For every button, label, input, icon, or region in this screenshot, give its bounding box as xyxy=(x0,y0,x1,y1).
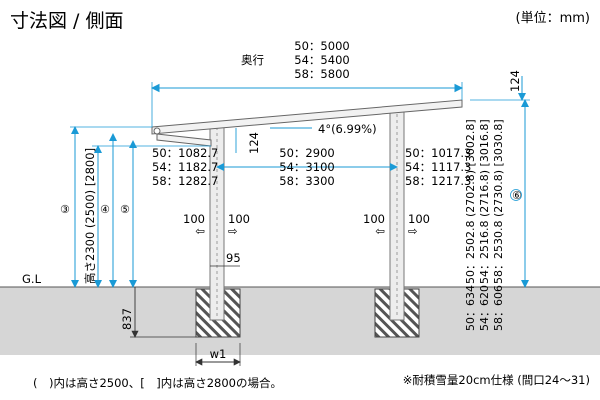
dimension-6-label: ⑥ xyxy=(512,189,522,202)
span-54: 54：3100 xyxy=(279,160,334,174)
front-left-arrow-icon: ⇦ xyxy=(195,224,205,238)
page-title: 寸法図 / 側面 xyxy=(10,10,123,32)
rear-right-arrow-icon: ⇨ xyxy=(408,224,418,238)
front-height-58: 58：1282.7 xyxy=(152,174,218,188)
ground-label: G.L xyxy=(22,272,42,286)
rise-value: 124 xyxy=(508,70,522,92)
ground-area xyxy=(0,287,600,355)
embed-depth-58: 58：606 xyxy=(492,285,505,331)
roof-beam xyxy=(151,99,463,135)
front-right-arrow-icon: ⇨ xyxy=(228,224,238,238)
dimension-6-marker xyxy=(510,189,522,201)
rear-left-arrow-icon: ⇦ xyxy=(375,224,385,238)
depth-50: 50：5000 xyxy=(294,39,349,53)
front-offset-right: 100 xyxy=(228,212,250,226)
footnote-left: ( )内は高さ2500、[ ]内は高さ2800の場合。 xyxy=(33,376,282,390)
rear-offset-left: 100 xyxy=(363,212,385,226)
span-50: 50：2900 xyxy=(279,146,334,160)
embed-depth-50: 50：634 xyxy=(464,285,477,331)
dimension-5-label: ⑤ xyxy=(120,203,130,216)
front-height-50: 50：1082.7 xyxy=(152,146,218,160)
slope-value: 4°(6.99%) xyxy=(318,122,377,136)
post-width-value: 95 xyxy=(226,251,241,265)
footnote-right: ※耐積雪量20cm仕様 (間口24〜31) xyxy=(403,373,590,387)
rear-full-height-54: 54：2516.8 (2716.8) [3016.8] xyxy=(478,119,491,284)
dimension-3-label: ③ xyxy=(60,203,70,216)
rear-height-54: 54：1117.3 xyxy=(405,160,471,174)
rear-height-50: 50：1017.3 xyxy=(405,146,471,160)
rear-full-height-50: 50：2502.8 (2702.8) [3002.8] xyxy=(464,119,477,284)
span-58: 58：3300 xyxy=(279,174,334,188)
depth-label: 奥行 xyxy=(241,53,264,67)
beam-end-cap xyxy=(153,127,161,135)
depth-58: 58：5800 xyxy=(294,67,349,81)
front-offset-left: 100 xyxy=(183,212,205,226)
beam-depth-value: 124 xyxy=(247,132,261,154)
w1-value: w1 xyxy=(210,347,227,361)
front-height-54: 54：1182.7 xyxy=(152,160,218,174)
front-brace xyxy=(156,133,212,147)
rear-full-height-58: 58：2530.8 (2730.8) [3030.8] xyxy=(492,119,505,284)
footing-depth-value: 837 xyxy=(120,308,134,330)
embed-depth-54: 54：620 xyxy=(478,285,491,331)
unit-label: (単位：mm) xyxy=(516,10,590,26)
depth-54: 54：5400 xyxy=(294,53,349,67)
rear-offset-right: 100 xyxy=(408,212,430,226)
rear-height-58: 58：1217.3 xyxy=(405,174,471,188)
clear-height-value: 高さ2300 (2500) [2800] xyxy=(83,148,97,284)
dimension-4-label: ④ xyxy=(100,203,110,216)
